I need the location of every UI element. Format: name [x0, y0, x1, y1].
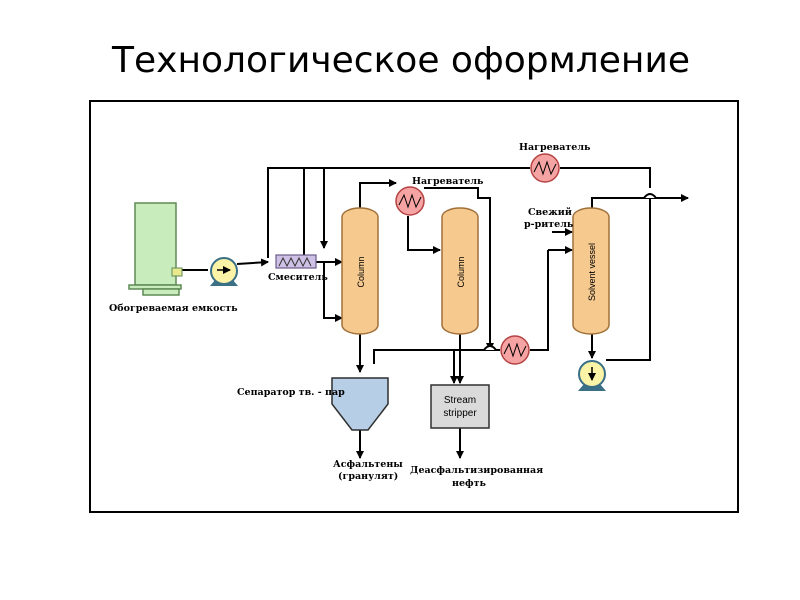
stream-stripper [430, 384, 490, 429]
column-1-label: Column [356, 256, 366, 287]
dao-label-2: нефть [452, 478, 486, 489]
heated-tank [128, 202, 183, 296]
mixer-label: Смеситель [268, 272, 328, 283]
stream-stripper-label-2: stripper [443, 408, 477, 419]
mixer-icon [275, 254, 317, 269]
stream-stripper-label-1: Stream [444, 395, 476, 406]
tank-heater-element [171, 267, 183, 277]
slide-title: Технологическое оформление [112, 40, 691, 81]
tank-body [134, 202, 177, 286]
pipe-pump-return [606, 198, 651, 361]
mixer [275, 254, 317, 269]
dao-label-1: Деасфальтизированная [410, 465, 543, 476]
heated-tank-label: Обогреваемая емкость [109, 303, 238, 314]
feed-pump [210, 257, 238, 286]
pipe-crossings [483, 193, 657, 351]
pump-icon [210, 257, 238, 285]
pipe-recycle-header [267, 167, 530, 258]
heater-mid-label: Нагреватель [412, 176, 484, 187]
solvent-vessel [572, 207, 610, 335]
heat-exchanger-bottom [500, 335, 530, 365]
fresh-solvent-label-1: Свежий [528, 207, 572, 218]
pipe-column2-top-out [424, 187, 494, 351]
pipe-to-column1-lower [323, 262, 343, 322]
asphaltenes-label-2: (гранулят) [338, 471, 398, 482]
pipes [176, 167, 689, 459]
pipe-cooler-to-line [530, 250, 549, 351]
column-2 [441, 207, 479, 335]
pipe-column1-to-heater [359, 179, 397, 212]
pipe-recirc-line [373, 349, 500, 364]
column-1 [341, 207, 379, 335]
asphaltenes-label-1: Асфальтены [333, 459, 403, 470]
separator [331, 377, 389, 431]
fresh-solvent-label-2: р-ритель [524, 219, 574, 230]
heater-mid [395, 186, 425, 216]
pipe-heater-to-column2 [407, 216, 441, 254]
heater-top [530, 153, 560, 183]
solvent-pump [578, 360, 606, 391]
heater-top-label: Нагреватель [519, 142, 591, 153]
pipe-solvent-vessel-top [591, 194, 689, 212]
solvent-vessel-label: Solvent vessel [587, 243, 597, 301]
diagram-frame [89, 100, 739, 513]
pipe-recycle-to-heater [560, 167, 651, 188]
pipe-pump-to-mixer [236, 258, 269, 267]
column-2-label: Column [456, 256, 466, 287]
separator-label: Сепаратор тв. - пар [237, 387, 345, 398]
tank-skid [142, 288, 180, 296]
